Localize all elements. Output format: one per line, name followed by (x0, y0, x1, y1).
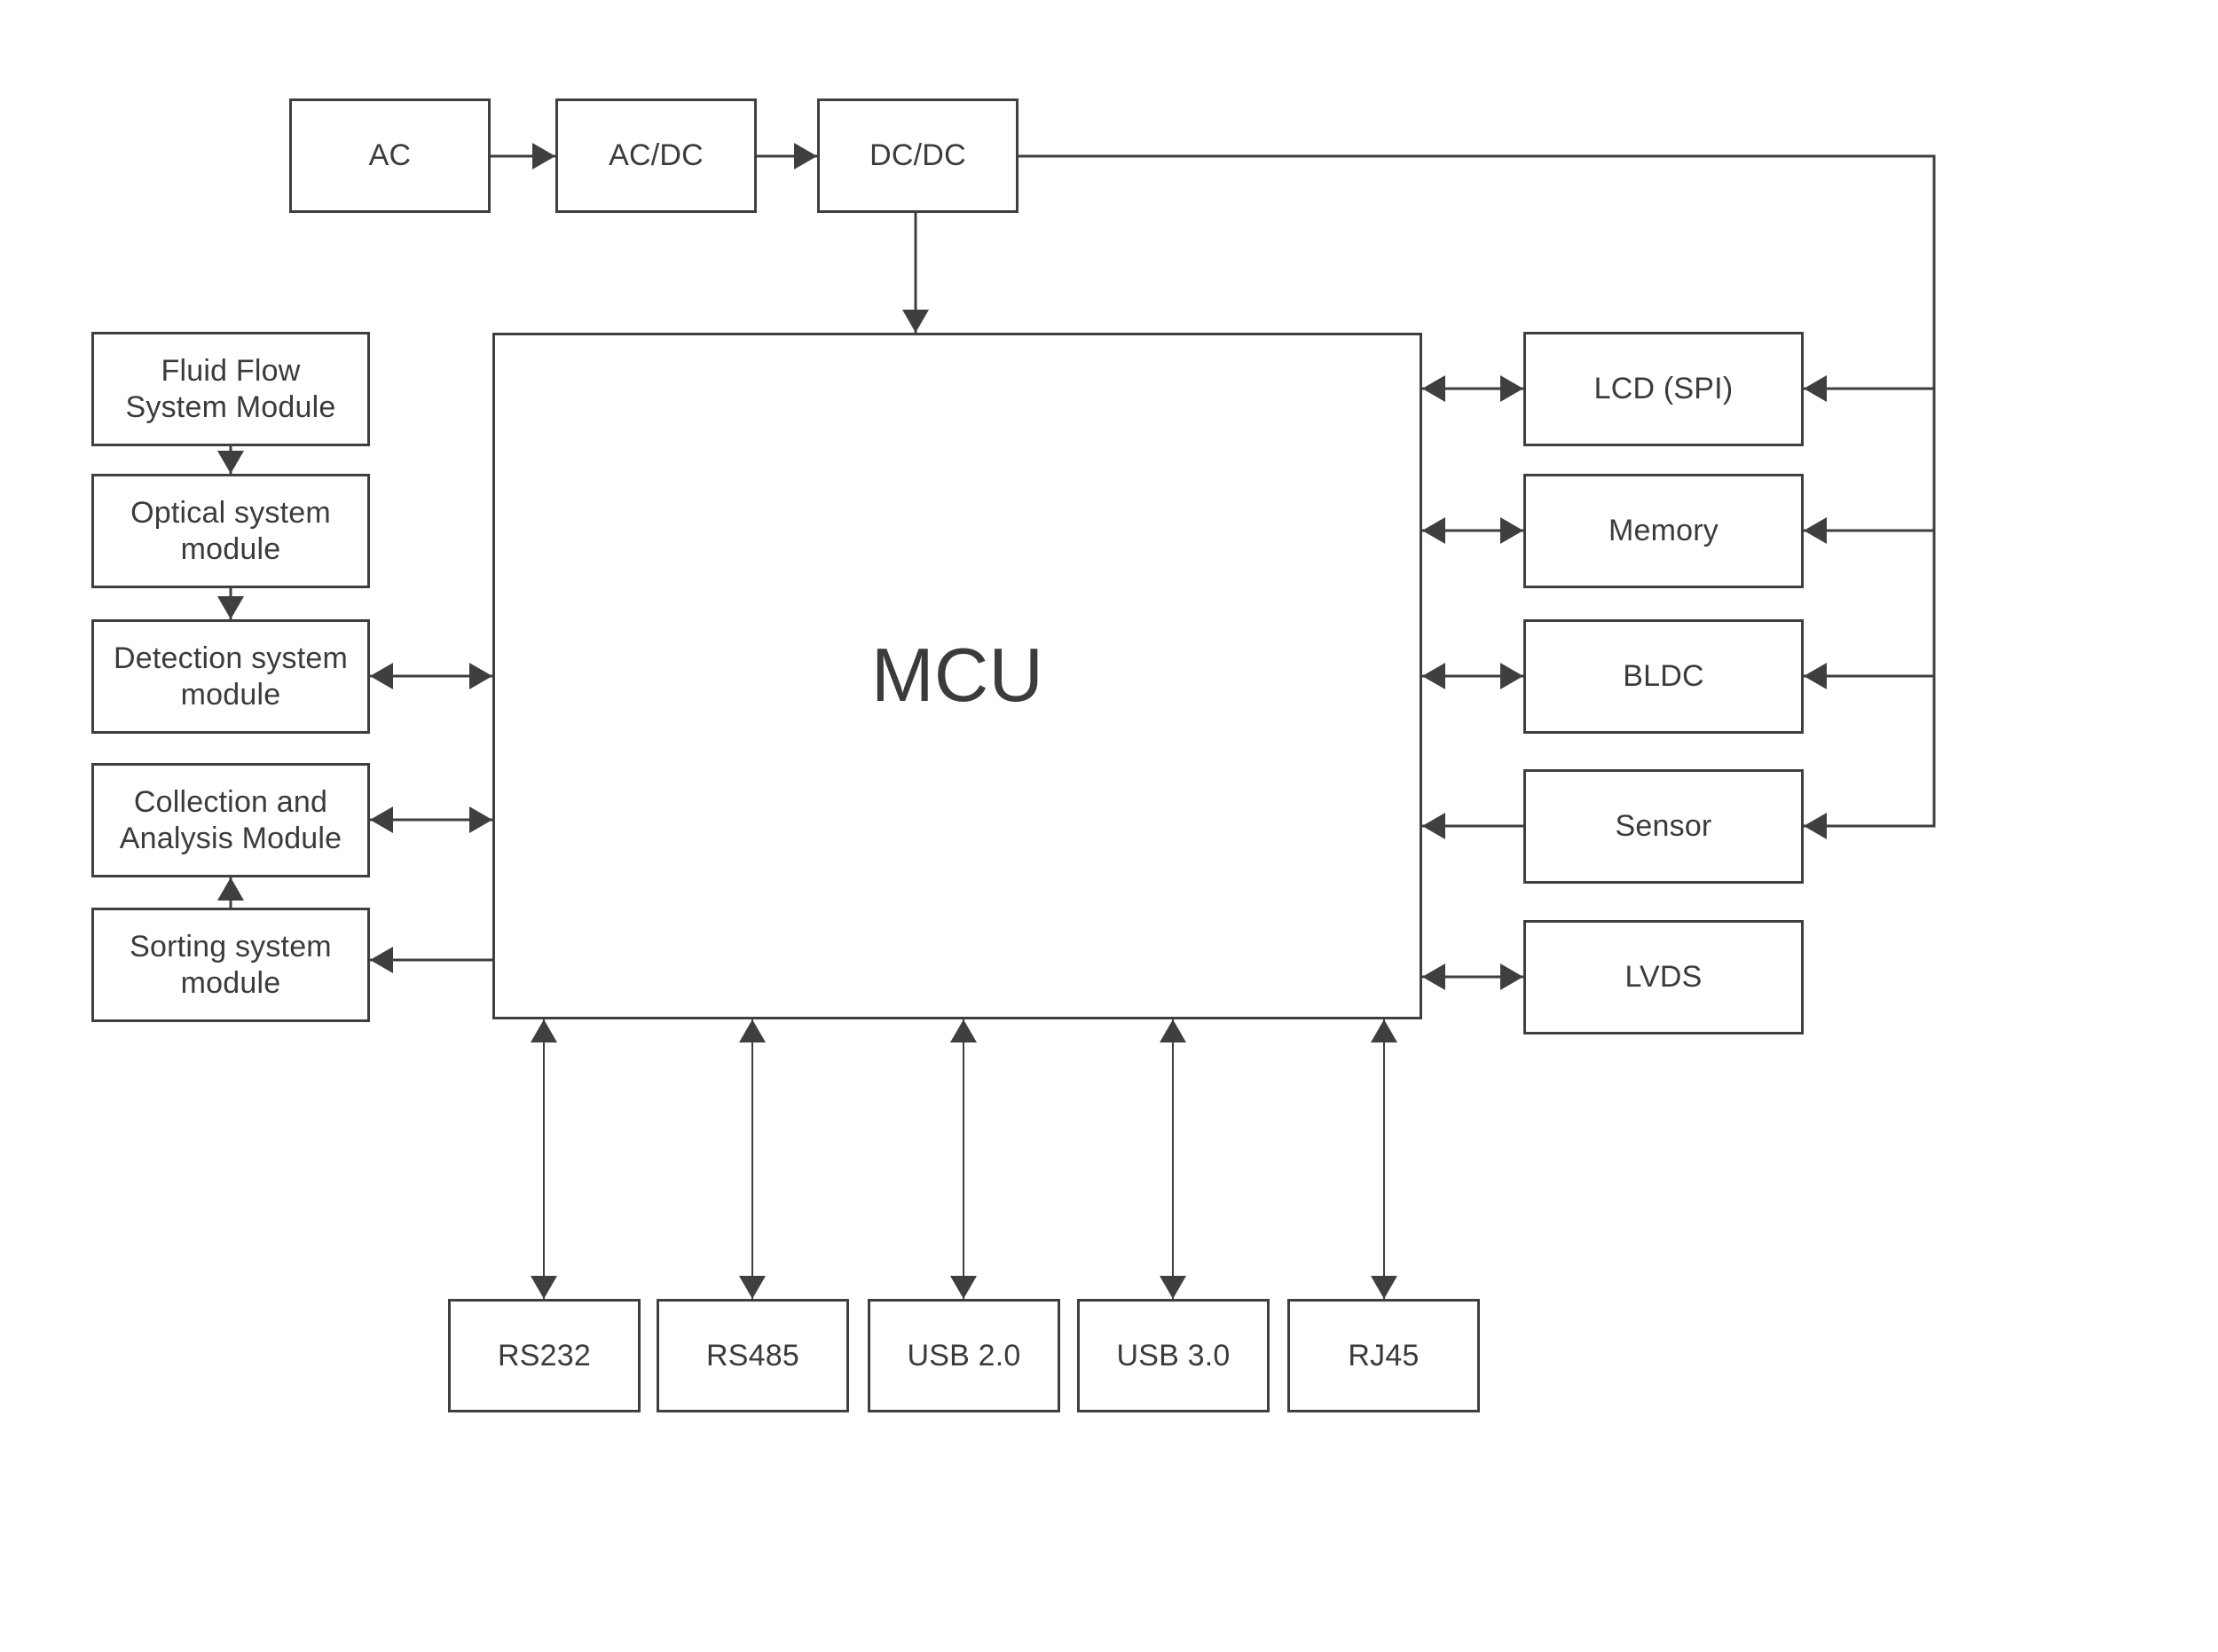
box-rs485: RS485 (657, 1299, 849, 1412)
box-usb2-label: USB 2.0 (907, 1338, 1021, 1373)
box-fluid-flow-label: Fluid Flow System Module (125, 353, 336, 424)
box-ac: AC (289, 98, 491, 213)
box-fluid-flow-system-module: Fluid Flow System Module (91, 332, 370, 446)
box-mcu: MCU (492, 333, 1422, 1019)
box-dcdc: DC/DC (817, 98, 1019, 213)
box-mcu-label: MCU (870, 633, 1044, 718)
box-ac-label: AC (368, 138, 412, 173)
box-usb2: USB 2.0 (868, 1299, 1060, 1412)
box-sensor-label: Sensor (1615, 809, 1712, 844)
box-bldc-label: BLDC (1623, 659, 1704, 694)
box-sorting-system-module: Sorting system module (91, 908, 370, 1022)
box-detection-label: Detection system module (114, 641, 348, 712)
box-memory-label: Memory (1608, 514, 1719, 548)
box-optical-label: Optical system module (130, 495, 331, 566)
box-usb3: USB 3.0 (1077, 1299, 1270, 1412)
box-sensor: Sensor (1523, 769, 1804, 884)
box-lcd-label: LCD (SPI) (1593, 372, 1734, 406)
box-dcdc-label: DC/DC (869, 138, 966, 173)
box-lvds-label: LVDS (1624, 960, 1703, 995)
box-memory: Memory (1523, 474, 1804, 588)
box-lvds: LVDS (1523, 920, 1804, 1034)
box-lcd-spi: LCD (SPI) (1523, 332, 1804, 446)
box-optical-system-module: Optical system module (91, 474, 370, 588)
box-rs232-label: RS232 (498, 1338, 591, 1373)
box-acdc-label: AC/DC (609, 138, 704, 173)
box-usb3-label: USB 3.0 (1116, 1338, 1231, 1373)
box-collection-analysis-module: Collection and Analysis Module (91, 763, 370, 877)
box-collection-label: Collection and Analysis Module (119, 784, 342, 855)
box-sorting-label: Sorting system module (130, 929, 332, 1000)
box-rs485-label: RS485 (706, 1338, 799, 1373)
box-rj45: RJ45 (1287, 1299, 1480, 1412)
box-acdc: AC/DC (555, 98, 757, 213)
box-rj45-label: RJ45 (1348, 1338, 1420, 1373)
box-bldc: BLDC (1523, 619, 1804, 734)
box-detection-system-module: Detection system module (91, 619, 370, 734)
box-rs232: RS232 (448, 1299, 641, 1412)
power-rail-to-sensor (1019, 154, 1936, 839)
